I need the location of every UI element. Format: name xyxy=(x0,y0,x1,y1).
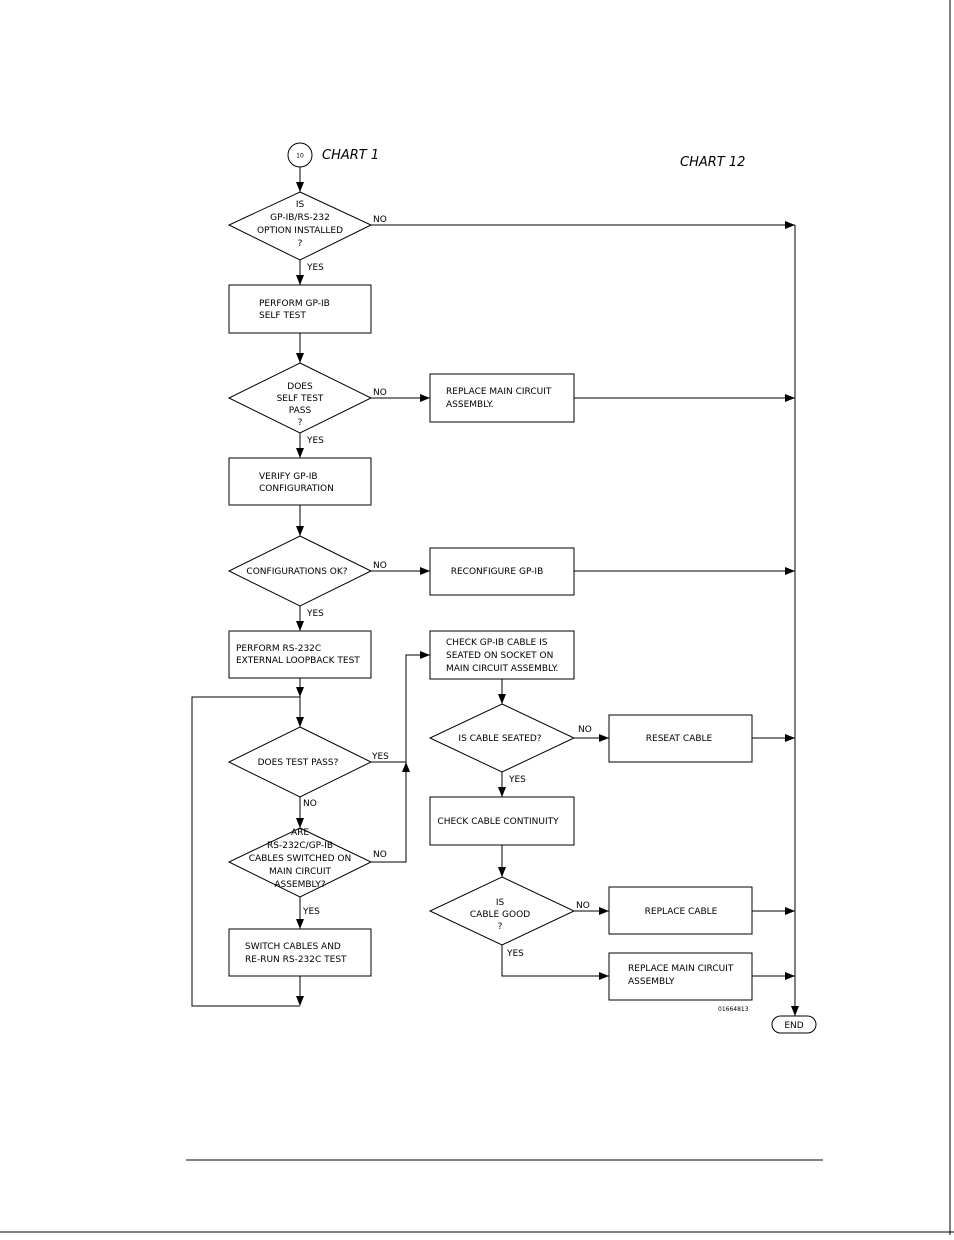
edge-label-yes: YES xyxy=(506,949,524,959)
node-line: SELF TEST xyxy=(259,311,306,321)
node-line: SWITCH CABLES AND xyxy=(245,942,341,952)
node-line: IS xyxy=(496,898,505,908)
step-check-gpib-cable-text: CHECK GP-IB CABLE IS SEATED ON SOCKET ON… xyxy=(446,638,558,674)
node-line: MAIN CIRCUIT xyxy=(269,867,331,877)
node-line: REPLACE MAIN CIRCUIT xyxy=(446,387,552,397)
edge-label-no: NO xyxy=(578,725,592,735)
step-check-gpib-cable xyxy=(429,630,575,680)
decision-self-test-pass xyxy=(227,362,373,434)
step-rs232c-loopback-test xyxy=(228,630,372,679)
edge-label-yes: YES xyxy=(306,436,324,446)
decision-option-installed-text: IS GP-IB/RS-232 OPTION INSTALLED ? xyxy=(257,200,343,249)
edge-label-no: NO xyxy=(373,561,387,571)
node-line: ASSEMBLY xyxy=(628,977,675,987)
step-reseat-cable-text: RESEAT CABLE xyxy=(646,734,713,744)
node-line: ASSEMBLY. xyxy=(446,400,494,410)
figure-id: 01664813 xyxy=(718,1006,749,1013)
step-reconfigure-gpib-text: RECONFIGURE GP-IB xyxy=(451,567,544,577)
step-perform-gpib-self-test-text: PERFORM GP-IB SELF TEST xyxy=(259,299,330,321)
edge-label-no: NO xyxy=(373,850,387,860)
edge-label-no: NO xyxy=(373,388,387,398)
node-line: IS xyxy=(296,200,305,210)
step-rs232c-loopback-test-text: PERFORM RS-232C EXTERNAL LOOPBACK TEST xyxy=(236,644,360,666)
edge-label-no: NO xyxy=(576,901,590,911)
end-terminal xyxy=(771,1015,817,1034)
node-line: PERFORM GP-IB xyxy=(259,299,330,309)
node-line: EXTERNAL LOOPBACK TEST xyxy=(236,656,360,666)
edge-label-yes: YES xyxy=(306,263,324,273)
node-line: REPLACE MAIN CIRCUIT xyxy=(628,964,734,974)
step-perform-gpib-self-test xyxy=(228,284,372,334)
decision-configurations-ok xyxy=(227,535,373,607)
decision-cables-switched-text: ARE RS-232C/GP-IB CABLES SWITCHED ON MAI… xyxy=(249,828,351,890)
edge-label-yes: YES xyxy=(508,775,526,785)
edge-labels: NO YES NO YES NO YES YES NO NO YES NO YE… xyxy=(302,215,592,959)
decision-self-test-pass-text: DOES SELF TEST PASS ? xyxy=(277,382,324,428)
edge-label-yes: YES xyxy=(302,907,320,917)
decision-cable-seated xyxy=(428,703,576,773)
node-line: CABLES SWITCHED ON xyxy=(249,854,351,864)
node-line: SELF TEST xyxy=(277,394,324,404)
end-terminal-text: END xyxy=(784,1021,803,1031)
arrowheads xyxy=(296,182,799,1016)
edge-label-no: NO xyxy=(373,215,387,225)
step-replace-main-circuit-1-text: REPLACE MAIN CIRCUIT ASSEMBLY. xyxy=(446,387,552,410)
node-line: RS-232C/GP-IB xyxy=(267,841,333,851)
decision-cables-switched xyxy=(227,827,373,898)
node-line: CONFIGURATION xyxy=(259,484,334,494)
decision-test-pass xyxy=(227,726,373,798)
node-line: ? xyxy=(298,239,303,249)
step-switch-cables-rerun xyxy=(228,928,372,977)
node-line: RE-RUN RS-232C TEST xyxy=(245,955,347,965)
step-replace-cable-text: REPLACE CABLE xyxy=(645,907,718,917)
node-line: DOES xyxy=(287,382,313,392)
step-verify-gpib-config-text: VERIFY GP-IB CONFIGURATION xyxy=(259,472,334,494)
edge-label-yes: YES xyxy=(371,752,389,762)
chart-from-label: CHART 1 xyxy=(322,148,379,163)
step-check-cable-continuity-text: CHECK CABLE CONTINUITY xyxy=(437,817,559,827)
step-replace-main-circuit-2 xyxy=(608,952,753,1001)
node-line: MAIN CIRCUIT ASSEMBLY. xyxy=(446,664,558,674)
edge-label-no: NO xyxy=(303,799,317,809)
step-replace-main-circuit-1 xyxy=(429,373,575,423)
step-reconfigure-gpib xyxy=(429,547,575,596)
step-replace-cable xyxy=(608,886,753,935)
decision-option-installed xyxy=(227,191,373,261)
node-line: PERFORM RS-232C xyxy=(236,644,321,654)
node-line: ASSEMBLY? xyxy=(274,880,326,890)
step-reseat-cable xyxy=(608,714,753,763)
edge-label-yes: YES xyxy=(306,609,324,619)
node-line: ? xyxy=(498,922,503,932)
step-replace-main-circuit-2-text: REPLACE MAIN CIRCUIT ASSEMBLY xyxy=(628,964,734,987)
node-line: CHECK GP-IB CABLE IS xyxy=(446,638,548,648)
node-line: GP-IB/RS-232 xyxy=(270,213,330,223)
node-line: CABLE GOOD xyxy=(470,910,530,920)
node-line: PASS xyxy=(289,406,312,416)
node-line: ? xyxy=(298,418,303,428)
step-check-cable-continuity xyxy=(429,796,575,846)
node-line: VERIFY GP-IB xyxy=(259,472,318,482)
node-line: ARE xyxy=(291,828,309,838)
decision-cable-good-text: IS CABLE GOOD ? xyxy=(470,898,530,932)
decision-configurations-ok-text: CONFIGURATIONS OK? xyxy=(246,567,347,577)
decision-test-pass-text: DOES TEST PASS? xyxy=(258,758,339,768)
step-verify-gpib-config xyxy=(228,457,372,506)
entry-connector-label: 10 xyxy=(296,153,304,160)
decision-cable-good xyxy=(428,876,576,946)
chart-to-label: CHART 12 xyxy=(680,155,745,170)
decision-cable-seated-text: IS CABLE SEATED? xyxy=(458,734,541,744)
node-line: SEATED ON SOCKET ON xyxy=(446,651,553,661)
node-line: OPTION INSTALLED xyxy=(257,226,343,236)
step-switch-cables-rerun-text: SWITCH CABLES AND RE-RUN RS-232C TEST xyxy=(245,942,347,965)
